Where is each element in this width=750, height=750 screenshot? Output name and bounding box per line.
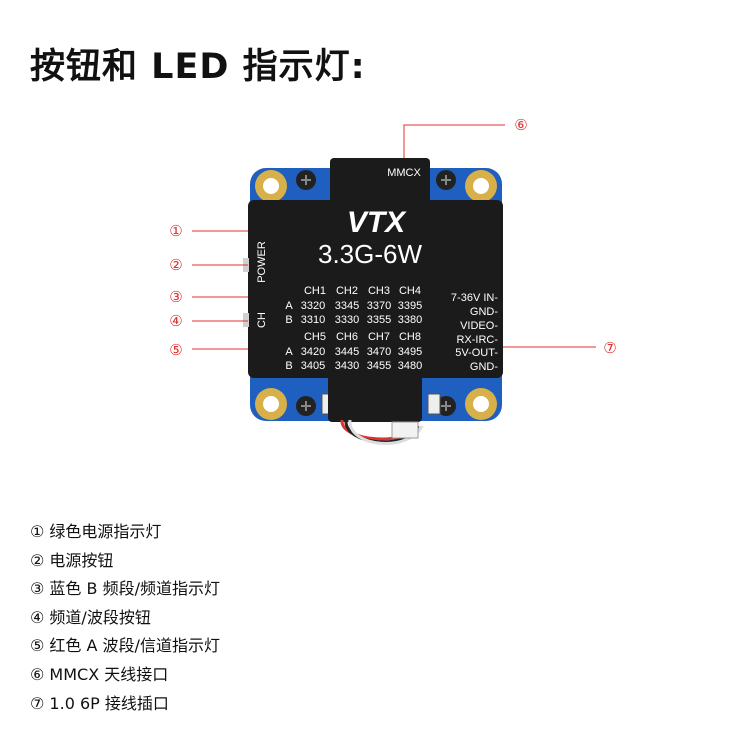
freq-cell: 3380 <box>398 314 422 326</box>
callout-marker-1: ① <box>169 222 182 240</box>
freq-cell: 3480 <box>398 360 422 372</box>
callout-marker-4: ④ <box>169 312 182 330</box>
freq-cell: 3330 <box>335 314 359 326</box>
freq-cell: 3320 <box>301 300 325 312</box>
pin-label: RX-IRC- <box>456 334 498 346</box>
freq-cell: 3470 <box>367 346 391 358</box>
band-label: B <box>285 314 292 326</box>
band-label: A <box>285 300 293 312</box>
freq-cell: 3455 <box>367 360 391 372</box>
legend-item: ① 绿色电源指示灯 <box>30 522 162 541</box>
freq-cell: 3370 <box>367 300 391 312</box>
brand-label: VTX <box>347 206 407 239</box>
connector-label: MMCX <box>387 167 421 179</box>
model-label: 3.3G-6W <box>318 239 422 269</box>
channel-button[interactable] <box>243 313 249 327</box>
callout-marker-5: ⑤ <box>169 341 182 359</box>
callout-marker-2: ② <box>169 256 182 274</box>
legend-item: ④ 频道/波段按钮 <box>30 607 151 627</box>
legend-item: ② 电源按钮 <box>30 550 114 570</box>
freq-cell: 3345 <box>335 300 359 312</box>
page-title: 按钮和 LED 指示灯: <box>30 47 366 87</box>
freq-cell: 3420 <box>301 346 325 358</box>
channel-header: CH7 <box>368 331 390 343</box>
band-label: B <box>285 360 292 372</box>
mounting-holes <box>255 170 497 420</box>
freq-cell: 3310 <box>301 314 325 326</box>
legend-list: ① 绿色电源指示灯 ② 电源按钮 ③ 蓝色 B 频段/频道指示灯 ④ 频道/波段… <box>30 518 220 718</box>
callout-lines <box>192 124 596 350</box>
pin-labels: 7-36V IN- GND- VIDEO- RX-IRC- 5V-OUT- GN… <box>451 292 498 373</box>
callout-marker-7: ⑦ <box>603 339 616 357</box>
channel-table: CH1 CH2 CH3 CH4 A 3320 3345 3370 3395 B … <box>285 285 422 372</box>
channel-header: CH6 <box>336 331 358 343</box>
freq-cell: 3405 <box>301 360 325 372</box>
channel-header: CH4 <box>399 285 421 297</box>
shrink-wrap <box>248 158 503 422</box>
channel-header: CH2 <box>336 285 358 297</box>
power-label: POWER <box>256 241 268 283</box>
freq-cell: 3495 <box>398 346 422 358</box>
freq-cell: 3445 <box>335 346 359 358</box>
pin-label: VIDEO- <box>460 320 498 332</box>
pin-label: GND- <box>470 361 498 373</box>
callout-markers: ① ② ③ ④ ⑤ ⑥ ⑦ <box>169 116 616 359</box>
freq-cell: 3430 <box>335 360 359 372</box>
callout-marker-6: ⑥ <box>514 116 527 134</box>
band-label: A <box>285 346 293 358</box>
ch-label: CH <box>256 312 268 328</box>
channel-header: CH8 <box>399 331 421 343</box>
freq-cell: 3355 <box>367 314 391 326</box>
legend-item: ⑤ 红色 A 波段/信道指示灯 <box>30 636 220 656</box>
legend-item: ③ 蓝色 B 频段/频道指示灯 <box>30 579 220 599</box>
pin-label: GND- <box>470 306 498 318</box>
screws <box>296 170 456 416</box>
freq-cell: 3395 <box>398 300 422 312</box>
channel-header: CH1 <box>304 285 326 297</box>
legend-item: ⑦ 1.0 6P 接线插口 <box>30 693 169 713</box>
pin-label: 7-36V IN- <box>451 292 498 304</box>
pin-label: 5V-OUT- <box>455 347 498 359</box>
callout-marker-3: ③ <box>169 288 182 306</box>
channel-header: CH5 <box>304 331 326 343</box>
legend-item: ⑥ MMCX 天线接口 <box>30 664 169 684</box>
channel-header: CH3 <box>368 285 390 297</box>
